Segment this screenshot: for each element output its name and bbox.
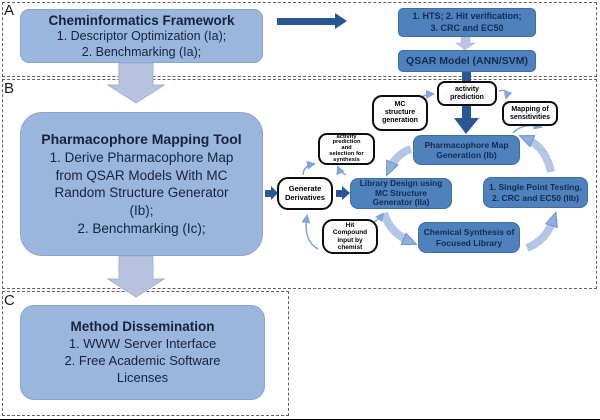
cheminformatics-framework-box: Cheminformatics Framework 1. Descriptor … <box>20 9 263 63</box>
ld-line: Generator (IIa) <box>372 197 430 208</box>
activity-prediction-selection-box: activity prediction and selection for sy… <box>318 133 375 165</box>
section-a-frame <box>2 2 597 77</box>
apsfs-line: prediction <box>332 139 361 146</box>
map-line: sensitivities <box>509 113 551 121</box>
ld-line: MC Structure <box>374 187 428 198</box>
map-line: Mapping of <box>511 105 549 113</box>
framework-item: 1. Descriptor Optimization (Ia); <box>56 28 227 43</box>
apsfs-line: selection for <box>329 150 364 157</box>
pharmacophore-mapping-tool-box: Pharmacophore Mapping Tool 1. Derive Pha… <box>20 112 263 256</box>
mc-line: structure <box>384 109 416 117</box>
gd-line: Generate <box>288 183 322 193</box>
hit-compound-input-box: Hit Compound input by chemist <box>322 219 378 254</box>
apsfs-line: activity <box>336 133 357 140</box>
hit-line: Hit <box>345 222 355 230</box>
hts-line: 3. CRC and EC50 <box>430 22 504 33</box>
hit-line: Compound <box>332 229 368 237</box>
dissemination-line: 1. WWW Server Interface <box>68 335 217 351</box>
ld-line: Library Design using <box>359 178 443 189</box>
sp-line: 2. CRC and EC50 (IIb) <box>492 192 579 203</box>
mapping-tool-title: Pharmacophore Mapping Tool <box>41 131 242 148</box>
dissemination-title: Method Dissemination <box>70 319 215 335</box>
method-dissemination-box: Method Dissemination 1. WWW Server Inter… <box>20 305 265 400</box>
mc-line: generation <box>382 116 418 124</box>
mapping-of-sensitivities-box: Mapping of sensitivities <box>502 101 558 126</box>
library-design-box: Library Design using MC Structure Genera… <box>350 178 452 209</box>
sp-line: 1. Single Point Testing, <box>489 182 582 193</box>
framework-item: 2. Benchmarking (Ia); <box>81 44 202 59</box>
apsfs-line: and <box>341 145 352 152</box>
gd-line: Derivatives <box>284 192 326 202</box>
cs-line: Focused Library <box>435 237 503 248</box>
mapping-tool-line: (Ib); <box>129 203 154 219</box>
section-a-label: A <box>4 2 15 19</box>
mapping-tool-line: Random Structure Generator <box>54 185 229 201</box>
hit-line: chemist <box>337 243 363 251</box>
qsar-model-box: QSAR Model (ANN/SVM) <box>398 50 536 72</box>
mc-structure-generation-box: MC structure generation <box>372 95 428 131</box>
hit-line: input by <box>337 236 363 244</box>
pm-line: Pharmacophore Map <box>424 139 509 150</box>
mapping-tool-line: 1. Derive Pharmacophore Map <box>49 149 234 165</box>
hts-line: 1. HTS; 2. Hit verification; <box>412 11 522 22</box>
chemical-synthesis-box: Chemical Synthesis of Focused Library <box>418 222 520 253</box>
section-c-label: C <box>4 292 15 309</box>
framework-title: Cheminformatics Framework <box>48 12 235 28</box>
section-b-label: B <box>4 80 15 97</box>
act-line: prediction <box>450 93 484 101</box>
cs-line: Chemical Synthesis of <box>423 227 515 238</box>
single-point-testing-box: 1. Single Point Testing, 2. CRC and EC50… <box>483 177 588 208</box>
mapping-tool-line: 2. Benchmarking (Ic); <box>77 220 206 236</box>
dissemination-line: Licenses <box>116 369 169 385</box>
apsfs-line: synthesis <box>333 156 360 163</box>
mc-line: MC <box>394 101 406 109</box>
mapping-tool-line: from QSAR Models With MC <box>55 167 228 183</box>
qsar-label: QSAR Model (ANN/SVM) <box>406 55 528 67</box>
act-line: activity <box>454 85 480 93</box>
activity-prediction-box: activity prediction <box>437 81 497 106</box>
pharmacophore-map-generation-box: Pharmacophore Map Generation (Ib) <box>413 135 520 165</box>
pm-line: Generation (Ib) <box>436 150 497 160</box>
dissemination-line: 2. Free Academic Software <box>64 352 221 368</box>
section-b-frame <box>2 79 597 289</box>
generate-derivatives-box: Generate Derivatives <box>277 177 333 210</box>
hts-verification-box: 1. HTS; 2. Hit verification; 3. CRC and … <box>398 8 536 37</box>
